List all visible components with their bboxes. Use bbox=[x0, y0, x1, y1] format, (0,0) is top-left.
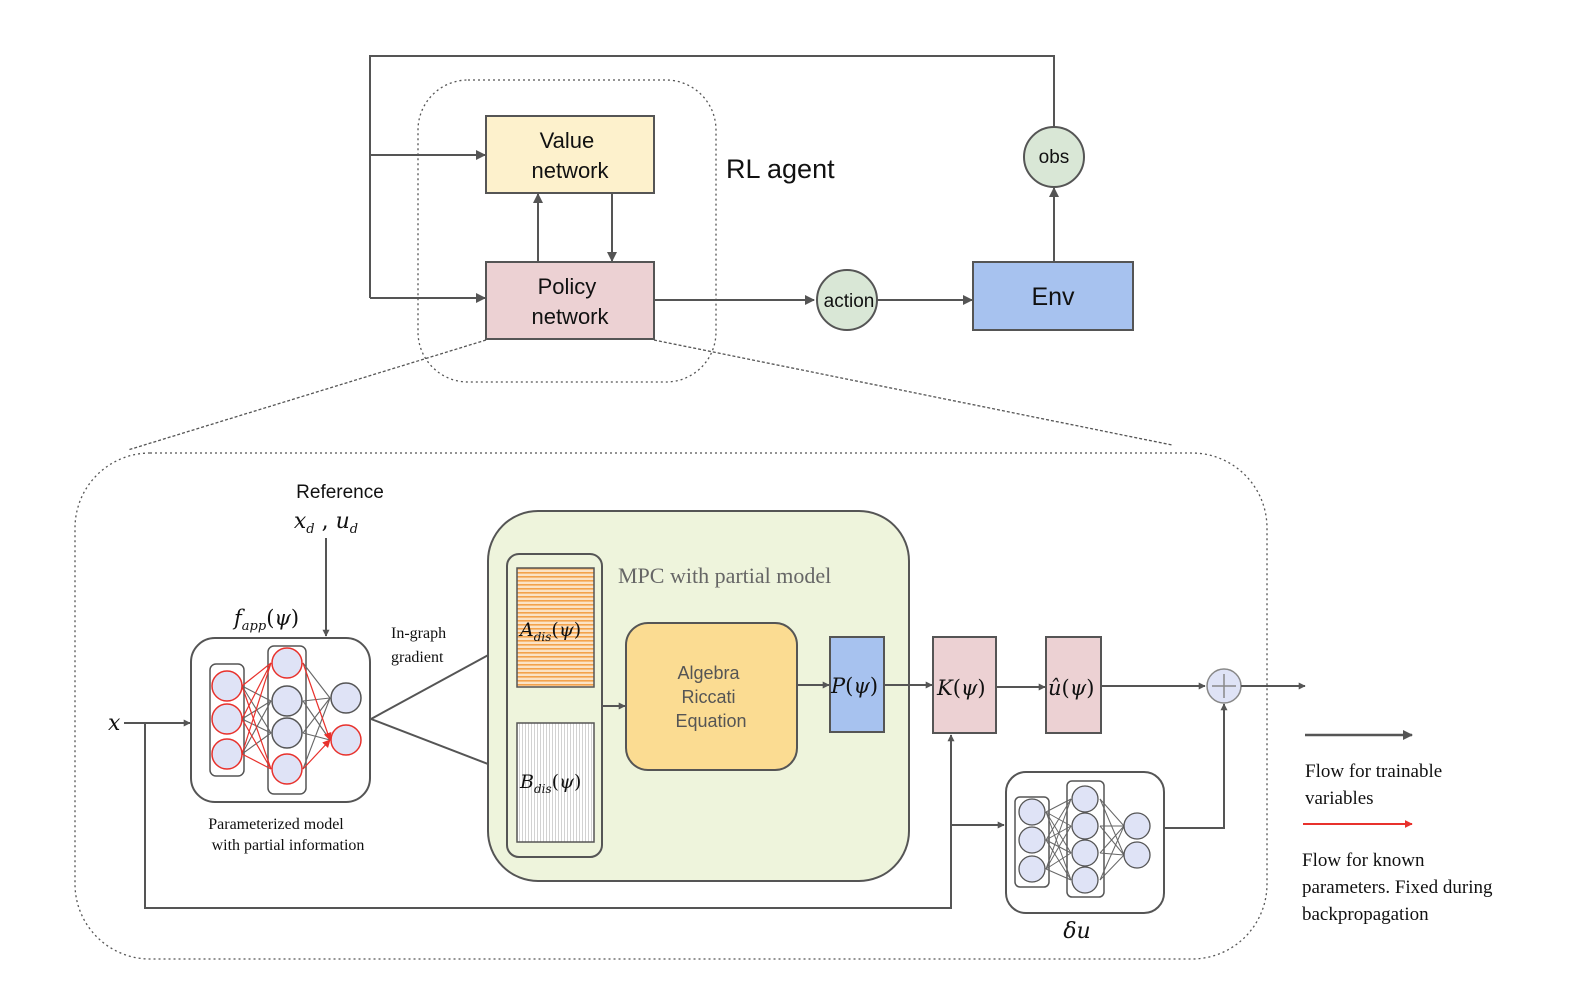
policy-network-line-1: Policy bbox=[538, 274, 597, 299]
reference-vars: xd , ud bbox=[294, 509, 358, 537]
policy-detail-region bbox=[74, 452, 1268, 960]
nn-edges-red bbox=[241, 662, 332, 770]
k-box bbox=[932, 636, 997, 734]
in-graph-gradient-label: In-graph gradient bbox=[391, 625, 450, 666]
model-caption-line-1: Parameterized model bbox=[208, 816, 344, 833]
legend-known-label: Flow for known parameters. Fixed during … bbox=[1302, 850, 1497, 925]
zoom-line-right bbox=[653, 339, 1173, 446]
x-bypass-line bbox=[144, 723, 955, 909]
k-label: K(ψ) bbox=[936, 676, 986, 700]
x-input-label: x bbox=[108, 711, 121, 736]
legend-trainable-label: Flow for trainable variables bbox=[1305, 761, 1447, 809]
mpc-title: MPC with partial model bbox=[618, 563, 831, 588]
legend-trainable-line-1: Flow for trainable bbox=[1305, 761, 1442, 782]
feedback-line bbox=[369, 55, 1055, 298]
are-line-1: Algebra bbox=[677, 663, 740, 683]
reference-label: Reference bbox=[296, 482, 384, 503]
p-label: P(ψ) bbox=[830, 674, 878, 698]
b-dis-box bbox=[516, 722, 595, 843]
rl-agent-label: RL agent bbox=[726, 154, 835, 184]
rl-agent-region bbox=[417, 79, 717, 383]
env-box bbox=[972, 261, 1134, 331]
nn-edges-gray bbox=[241, 662, 331, 770]
p-box bbox=[829, 636, 885, 733]
in-graph-line-2: gradient bbox=[391, 649, 444, 666]
f-app-label: fapp(ψ) bbox=[232, 606, 299, 634]
are-line-3: Equation bbox=[675, 711, 746, 731]
nn-layer-2-frame bbox=[267, 645, 307, 795]
model-caption: Parameterized model with partial informa… bbox=[208, 816, 364, 854]
du-nodes bbox=[1018, 785, 1151, 894]
policy-network-line-2: network bbox=[531, 304, 609, 329]
are-box bbox=[625, 622, 798, 771]
policy-network-box bbox=[485, 261, 655, 340]
are-label: Algebra Riccati Equation bbox=[675, 663, 746, 731]
u-hat-label: û(ψ) bbox=[1048, 676, 1094, 700]
value-network-line-2: network bbox=[531, 158, 609, 183]
obs-label: obs bbox=[1039, 147, 1070, 168]
du-layer-2-frame bbox=[1066, 780, 1105, 898]
model-caption-line-2: with partial information bbox=[212, 837, 365, 854]
zoom-line-left bbox=[127, 339, 487, 451]
a-dis-box bbox=[516, 567, 595, 688]
in-graph-line-1: In-graph bbox=[391, 625, 446, 642]
action-label: action bbox=[824, 291, 875, 312]
env-label: Env bbox=[1031, 283, 1075, 311]
a-dis-label: Adis(ψ) bbox=[518, 619, 581, 644]
legend-trainable-line-2: variables bbox=[1305, 788, 1374, 809]
value-network-line-1: Value bbox=[540, 128, 595, 153]
legend-known-line-1: Flow for known bbox=[1302, 850, 1425, 871]
legend-known-line-3: backpropagation bbox=[1302, 904, 1429, 925]
arrow-delta-u-to-sum bbox=[1165, 703, 1228, 829]
value-network-box bbox=[485, 115, 655, 194]
nn-nodes bbox=[211, 647, 362, 785]
rl-loop: RL agent Value network Policy network ac… bbox=[369, 55, 1134, 383]
legend: Flow for trainable variables Flow for kn… bbox=[1302, 730, 1497, 925]
b-dis-label: Bdis(ψ) bbox=[519, 771, 581, 796]
delta-u-label: δu bbox=[1063, 919, 1090, 944]
legend-known-line-2: parameters. Fixed during bbox=[1302, 877, 1493, 898]
policy-detail: Reference xd , ud fapp(ψ) bbox=[74, 452, 1306, 960]
obs-node bbox=[1023, 126, 1085, 188]
du-edges bbox=[1045, 798, 1125, 881]
are-line-2: Riccati bbox=[681, 687, 735, 707]
ab-matrix-frame bbox=[506, 553, 603, 858]
u-hat-box bbox=[1045, 636, 1102, 734]
policy-network-label: Policy network bbox=[531, 274, 609, 329]
value-network-label: Value network bbox=[531, 128, 609, 183]
